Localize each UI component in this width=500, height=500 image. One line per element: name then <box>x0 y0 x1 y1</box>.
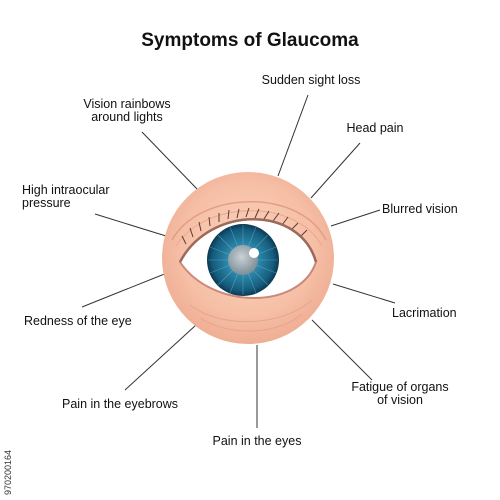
eyelashes <box>181 207 308 245</box>
label-fatigue-line2: of vision <box>377 393 423 407</box>
line-redness <box>81 272 168 308</box>
eyelid-crease <box>171 201 327 241</box>
label-fatigue: Fatigue of organs of vision <box>340 381 460 407</box>
label-lacrimation: Lacrimation <box>392 306 457 320</box>
line-sudden-sight-loss <box>277 94 309 177</box>
label-high-iop-line2: pressure <box>22 196 71 210</box>
label-blurred-vision: Blurred vision <box>382 202 458 216</box>
label-sudden-sight-loss: Sudden sight loss <box>261 73 361 87</box>
line-fatigue <box>311 319 373 381</box>
line-blurred-vision <box>330 209 381 227</box>
label-head-pain: Head pain <box>346 121 404 135</box>
label-vision-rainbows: Vision rainbows around lights <box>72 98 182 124</box>
connector-lines <box>81 94 396 428</box>
label-fatigue-line1: Fatigue of organs <box>351 380 449 394</box>
stock-id: 970200164 <box>3 449 13 495</box>
label-high-iop: High intraocular pressure <box>22 184 132 210</box>
label-vision-rainbows-line1: Vision rainbows <box>83 97 171 111</box>
line-head-pain <box>310 142 361 199</box>
eye-highlight <box>249 248 259 258</box>
diagram-title: Symptoms of Glaucoma <box>141 30 359 51</box>
label-vision-rainbows-line2: around lights <box>91 110 163 124</box>
line-pain-eyebrows <box>124 324 197 391</box>
line-high-iop <box>94 213 167 237</box>
label-redness: Redness of the eye <box>24 314 132 328</box>
lower-lid-wrinkles <box>189 299 313 332</box>
label-high-iop-line1: High intraocular <box>22 183 110 197</box>
line-vision-rainbows <box>141 131 199 191</box>
label-pain-eyebrows: Pain in the eyebrows <box>62 397 179 411</box>
label-pain-eyes: Pain in the eyes <box>212 434 302 448</box>
line-lacrimation <box>332 283 396 304</box>
